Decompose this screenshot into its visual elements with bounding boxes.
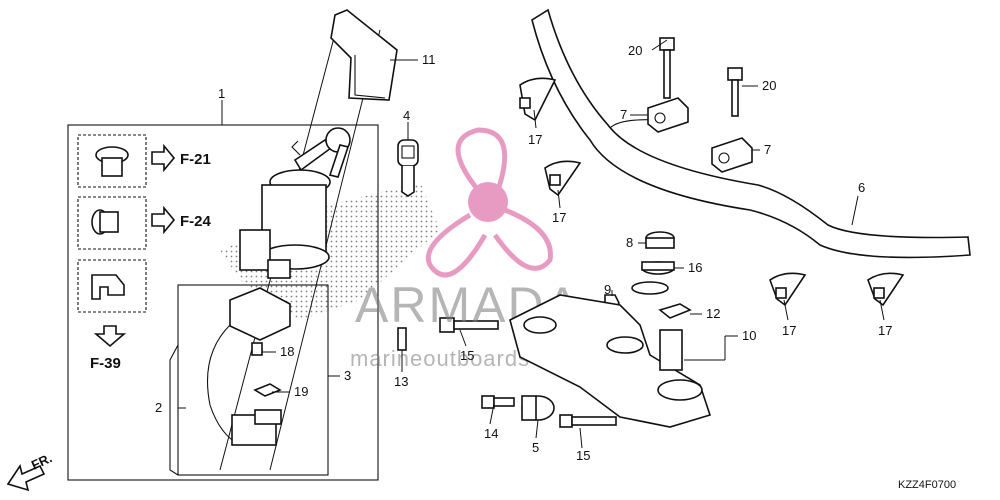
callout-17b[interactable]: 17	[552, 210, 566, 225]
ref-label-f24[interactable]: F-24	[180, 213, 212, 230]
callout-15a[interactable]: 15	[460, 348, 474, 363]
plate-12	[658, 303, 692, 319]
watermark-tagline: marineoutboards	[350, 346, 530, 371]
callout-6[interactable]: 6	[858, 180, 865, 195]
callout-10[interactable]: 10	[742, 328, 756, 343]
bolt-20a	[659, 37, 675, 99]
callout-17a[interactable]: 17	[528, 132, 542, 147]
diagram-code: KZZ4F0700	[898, 479, 956, 491]
ref-label-f39[interactable]: F-39	[90, 355, 121, 372]
callout-7a[interactable]: 7	[620, 107, 627, 122]
callout-15b[interactable]: 15	[576, 448, 590, 463]
front-marker-label: FR.	[29, 450, 54, 472]
callout-14[interactable]: 14	[484, 426, 498, 441]
reference-box-f24	[77, 196, 147, 250]
ignition-switch	[239, 169, 331, 279]
callout-1[interactable]: 1	[218, 86, 225, 101]
callout-12[interactable]: 12	[706, 306, 720, 321]
ref-arrow-f24: F-24	[151, 205, 212, 235]
armada-logo	[426, 127, 553, 278]
bolt-20b	[727, 67, 743, 117]
key-4	[397, 139, 419, 197]
clamp-5	[521, 395, 555, 421]
callout-20a[interactable]: 20	[628, 43, 642, 58]
callout-20b[interactable]: 20	[762, 78, 776, 93]
callout-11[interactable]: 11	[422, 52, 436, 67]
callout-13[interactable]: 13	[394, 374, 408, 389]
bolt-14	[481, 395, 515, 409]
callout-9[interactable]: 9	[604, 282, 611, 297]
callout-18[interactable]: 18	[280, 344, 294, 359]
bolt-15b	[559, 414, 617, 428]
cable-band-17c	[769, 272, 807, 307]
bracket-11	[330, 9, 398, 101]
callout-19[interactable]: 19	[294, 384, 308, 399]
bar-holder-7a	[647, 97, 689, 133]
callout-17c[interactable]: 17	[782, 323, 796, 338]
ignition-kit-frame	[67, 100, 379, 481]
wire-harness-2	[207, 287, 291, 446]
keys-in-switch	[291, 127, 351, 178]
reference-box-f21	[77, 134, 147, 188]
reference-box-f39	[77, 259, 147, 313]
bar-holder-7b	[711, 137, 753, 173]
nut-16	[631, 261, 675, 295]
ref-arrow-f21: F-21	[151, 143, 211, 173]
handlebar-6	[531, 8, 971, 259]
top-bridge-10	[509, 294, 712, 428]
cap-8	[645, 231, 675, 249]
bolt-15a	[439, 317, 499, 333]
cable-band-17b	[544, 160, 582, 197]
callout-7b[interactable]: 7	[764, 142, 771, 157]
ref-label-f21[interactable]: F-21	[180, 151, 211, 168]
screw-18	[251, 342, 263, 356]
clip-19	[253, 383, 282, 397]
front-arrow-icon	[6, 464, 46, 492]
callout-4[interactable]: 4	[403, 108, 410, 123]
callout-2[interactable]: 2	[155, 400, 162, 415]
ref-arrow-f39: F-39	[90, 325, 127, 372]
leader-lines	[178, 39, 885, 449]
switch-subframe	[177, 284, 329, 476]
callout-3[interactable]: 3	[344, 368, 351, 383]
cable-band-17d	[867, 272, 905, 307]
callout-17d[interactable]: 17	[878, 323, 892, 338]
callout-8[interactable]: 8	[626, 235, 633, 250]
callout-16[interactable]: 16	[688, 260, 702, 275]
callout-5[interactable]: 5	[532, 440, 539, 455]
cable-band-17a	[519, 77, 557, 122]
